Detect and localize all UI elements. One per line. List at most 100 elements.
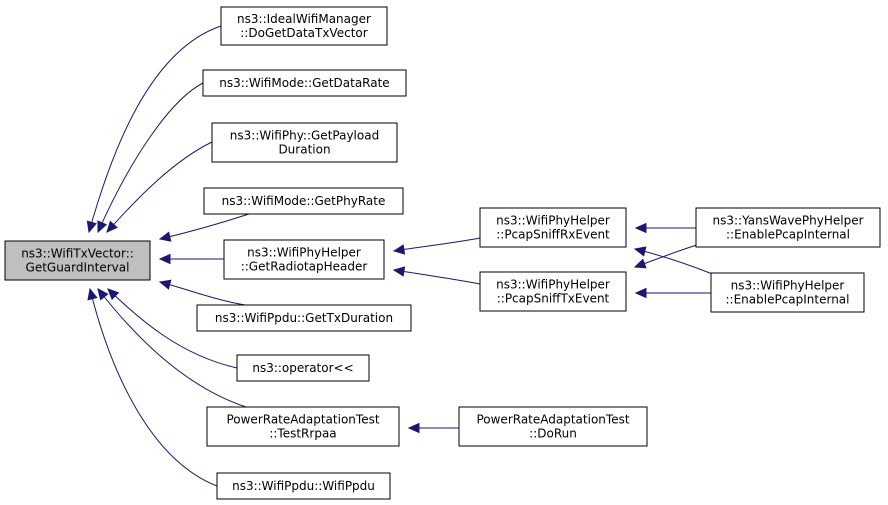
- node-box: [223, 239, 385, 280]
- node-yans[interactable]: ns3::YansWavePhyHelper::EnablePcapIntern…: [695, 207, 881, 248]
- edge-line: [88, 25, 222, 233]
- arrowhead: [86, 220, 97, 234]
- node-phyrate[interactable]: ns3::WifiMode::GetPhyRate: [203, 187, 404, 215]
- edge-phyrate-3: [158, 213, 250, 242]
- edges: [86, 25, 716, 487]
- node-txdur[interactable]: ns3::WifiPpdu::GetTxDuration: [196, 304, 412, 332]
- node-box: [710, 272, 865, 313]
- edge-line: [97, 82, 204, 233]
- node-label-line: ns3::WifiPhyHelper: [496, 278, 610, 292]
- node-label-line: ns3::WifiMode::GetPhyRate: [222, 194, 386, 208]
- node-label-line: ::PcapSniffTxEvent: [497, 292, 610, 306]
- node-label-line: ::EnablePcapInternal: [725, 293, 849, 307]
- node-label-line: ns3::WifiPhy::GetPayload: [230, 129, 379, 143]
- node-box: [196, 304, 412, 332]
- edge-enablepcap-15: [634, 287, 712, 299]
- node-label-line: GetGuardInterval: [26, 261, 130, 275]
- node-label-line: ns3::operator<<: [252, 361, 353, 375]
- arrowhead: [634, 222, 647, 234]
- edge-line: [159, 213, 250, 240]
- node-root[interactable]: ns3::WifiTxVector::GetGuardInterval: [4, 240, 151, 281]
- edge-line: [159, 281, 246, 306]
- node-label-line: ns3::WifiPpdu::GetTxDuration: [215, 311, 393, 325]
- edge-line: [393, 269, 481, 285]
- arrowhead: [97, 220, 108, 234]
- node-label-line: ::DoGetDataTxVector: [240, 26, 367, 40]
- edge-txdur-5: [158, 279, 246, 306]
- node-label-line: ::PcapSniffRxEvent: [496, 228, 610, 242]
- edge-yans-12: [634, 222, 696, 234]
- node-label-line: Duration: [278, 143, 330, 157]
- node-label-line: ns3::WifiPhyHelper: [731, 279, 845, 293]
- node-label-line: ns3::IdealWifiManager: [237, 12, 371, 26]
- node-label-line: ::GetRadiotapHeader: [241, 260, 368, 274]
- node-label-line: PowerRateAdaptationTest: [226, 413, 379, 427]
- node-box: [216, 472, 391, 500]
- arrowhead: [633, 246, 647, 257]
- node-box: [211, 122, 398, 163]
- arrowhead: [392, 266, 406, 277]
- node-label-line: ::DoRun: [529, 427, 577, 441]
- node-box: [203, 187, 404, 215]
- node-box: [206, 406, 400, 447]
- node-box: [202, 69, 407, 97]
- edge-radiotap-4: [158, 253, 224, 265]
- arrowhead: [158, 253, 171, 265]
- node-label-line: ::TestRrpaa: [269, 427, 336, 441]
- edge-line: [97, 288, 247, 408]
- nodes: ns3::WifiTxVector::GetGuardIntervalns3::…: [4, 6, 881, 500]
- node-box: [479, 207, 627, 248]
- arrowhead: [634, 287, 647, 299]
- node-sniffrx[interactable]: ns3::WifiPhyHelper::PcapSniffRxEvent: [479, 207, 627, 248]
- node-label-line: ns3::WifiPhyHelper: [496, 214, 610, 228]
- edge-payload-2: [106, 141, 213, 233]
- node-box: [479, 271, 627, 312]
- node-label-line: ns3::WifiMode::GetDataRate: [219, 76, 389, 90]
- edge-line: [393, 237, 481, 252]
- node-box: [695, 207, 881, 248]
- node-box: [220, 6, 388, 46]
- arrowhead: [87, 287, 98, 301]
- edge-sniffrx-9: [392, 237, 481, 255]
- node-testrrpaa[interactable]: PowerRateAdaptationTest::TestRrpaa: [206, 406, 400, 447]
- edge-yans-14: [633, 243, 701, 269]
- edge-operator-6: [107, 288, 238, 369]
- edge-line: [106, 141, 213, 233]
- node-label-line: ::EnablePcapInternal: [726, 228, 850, 242]
- node-ppdu[interactable]: ns3::WifiPpdu::WifiPpdu: [216, 472, 391, 500]
- arrowhead: [158, 279, 172, 290]
- node-ideal[interactable]: ns3::IdealWifiManager::DoGetDataTxVector: [220, 6, 388, 46]
- node-label-line: ns3::YansWavePhyHelper: [712, 214, 863, 228]
- edge-line: [107, 288, 238, 369]
- arrowhead: [106, 220, 118, 233]
- node-radiotap[interactable]: ns3::WifiPhyHelper::GetRadiotapHeader: [223, 239, 385, 280]
- edge-datarate-1: [97, 82, 204, 234]
- node-box: [236, 354, 370, 382]
- edge-dorun-11: [407, 422, 459, 434]
- node-box: [4, 240, 151, 281]
- arrowhead: [158, 231, 172, 242]
- edge-ppdu-8: [87, 287, 218, 487]
- node-label-line: ns3::WifiPpdu::WifiPpdu: [232, 479, 375, 493]
- arrowhead: [407, 422, 420, 434]
- node-operator[interactable]: ns3::operator<<: [236, 354, 370, 382]
- node-datarate[interactable]: ns3::WifiMode::GetDataRate: [202, 69, 407, 97]
- edge-ideal-0: [86, 25, 222, 234]
- arrowhead: [97, 288, 109, 301]
- node-snifftx[interactable]: ns3::WifiPhyHelper::PcapSniffTxEvent: [479, 271, 627, 312]
- edge-snifftx-10: [392, 266, 481, 285]
- node-label-line: ns3::WifiPhyHelper: [247, 246, 361, 260]
- arrowhead: [107, 288, 120, 301]
- arrowhead: [392, 244, 406, 255]
- edge-line: [89, 288, 218, 487]
- node-box: [458, 406, 648, 447]
- node-dorun[interactable]: PowerRateAdaptationTest::DoRun: [458, 406, 648, 447]
- edge-enablepcap-13: [633, 246, 716, 276]
- node-label-line: ns3::WifiTxVector::: [21, 247, 134, 261]
- node-enablepcap[interactable]: ns3::WifiPhyHelper::EnablePcapInternal: [710, 272, 865, 313]
- edge-testrrpaa-7: [97, 288, 247, 408]
- arrowhead: [633, 258, 647, 269]
- node-label-line: PowerRateAdaptationTest: [476, 413, 629, 427]
